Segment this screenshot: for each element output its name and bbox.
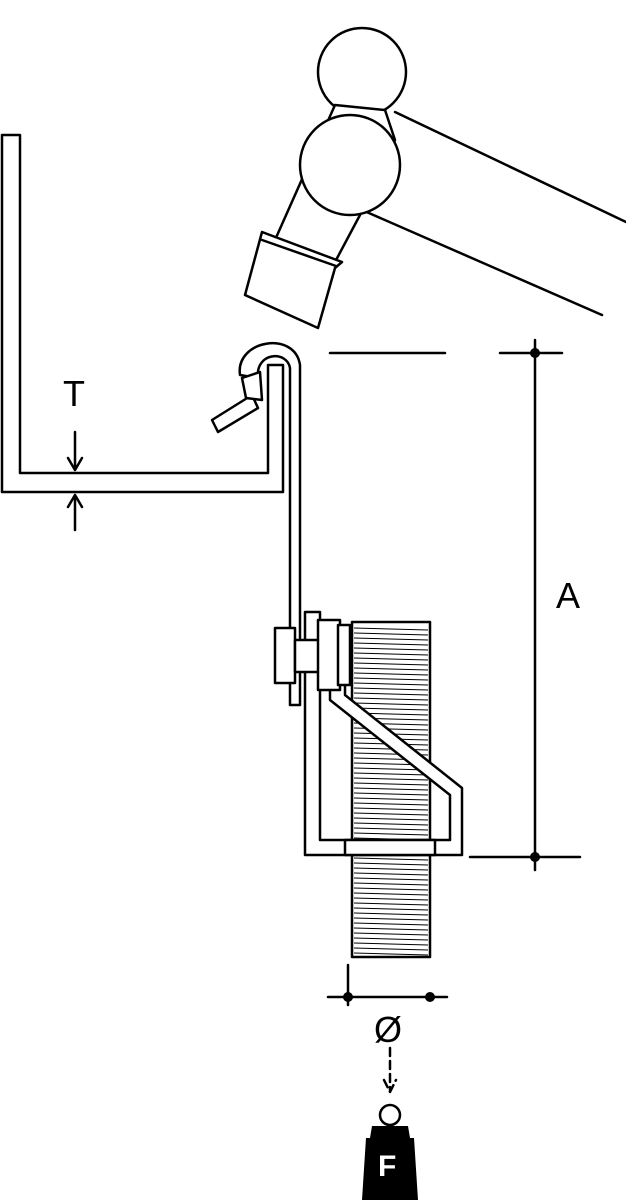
thread-line: [353, 937, 429, 941]
distance-label: A: [556, 575, 581, 616]
thread-line: [353, 767, 429, 771]
thread-line: [353, 932, 429, 936]
thread-line: [353, 887, 429, 891]
weight-icon: [362, 1103, 418, 1200]
hammer-icon: [243, 26, 626, 330]
thread-line: [353, 817, 429, 821]
thread-line: [353, 692, 429, 696]
thread-line: [353, 902, 429, 906]
thread-line: [353, 792, 429, 796]
thread-line: [353, 922, 429, 926]
thread-line: [353, 907, 429, 911]
bolt-nut: [273, 618, 352, 692]
thread-line: [353, 917, 429, 921]
force-label: F: [378, 1150, 397, 1183]
thread-line: [353, 647, 429, 651]
beam-channel: [0, 133, 285, 494]
thread-line: [353, 862, 429, 866]
thread-line: [353, 797, 429, 801]
thread-line: [353, 952, 429, 956]
thread-line: [353, 827, 429, 831]
thread-line: [353, 702, 429, 706]
thread-line: [353, 897, 429, 901]
thread-line: [353, 632, 429, 636]
thread-line: [353, 627, 429, 631]
thread-line: [353, 687, 429, 691]
thickness-label: T: [63, 373, 85, 414]
distance-dimension: [328, 338, 582, 872]
thread-line: [353, 807, 429, 811]
thread-line: [353, 812, 429, 816]
thread-line: [353, 872, 429, 876]
thread-line: [353, 637, 429, 641]
thread-line: [353, 682, 429, 686]
thread-line: [353, 882, 429, 886]
thread-line: [353, 642, 429, 646]
thread-line: [353, 822, 429, 826]
thread-line: [353, 942, 429, 946]
thread-line: [353, 892, 429, 896]
thread-line: [353, 802, 429, 806]
thread-line: [353, 777, 429, 781]
thread-line: [353, 697, 429, 701]
thread-line: [353, 677, 429, 681]
diameter-dimension: [326, 963, 449, 1007]
thread-line: [353, 672, 429, 676]
thread-line: [353, 867, 429, 871]
diameter-label: Ø: [374, 1009, 403, 1050]
thread-line: [353, 782, 429, 786]
thread-line: [353, 652, 429, 656]
thread-line: [353, 657, 429, 661]
threaded-rod: [350, 620, 432, 959]
thread-line: [353, 772, 429, 776]
force-arrow: [382, 1046, 398, 1094]
thread-line: [353, 877, 429, 881]
thread-line: [353, 912, 429, 916]
thread-line: [353, 707, 429, 711]
thread-line: [353, 947, 429, 951]
thread-line: [353, 832, 429, 836]
thread-line: [353, 662, 429, 666]
thickness-dimension: [66, 430, 84, 532]
thread-line: [353, 927, 429, 931]
thread-line: [353, 857, 429, 861]
thread-line: [353, 667, 429, 671]
thread-line: [353, 787, 429, 791]
